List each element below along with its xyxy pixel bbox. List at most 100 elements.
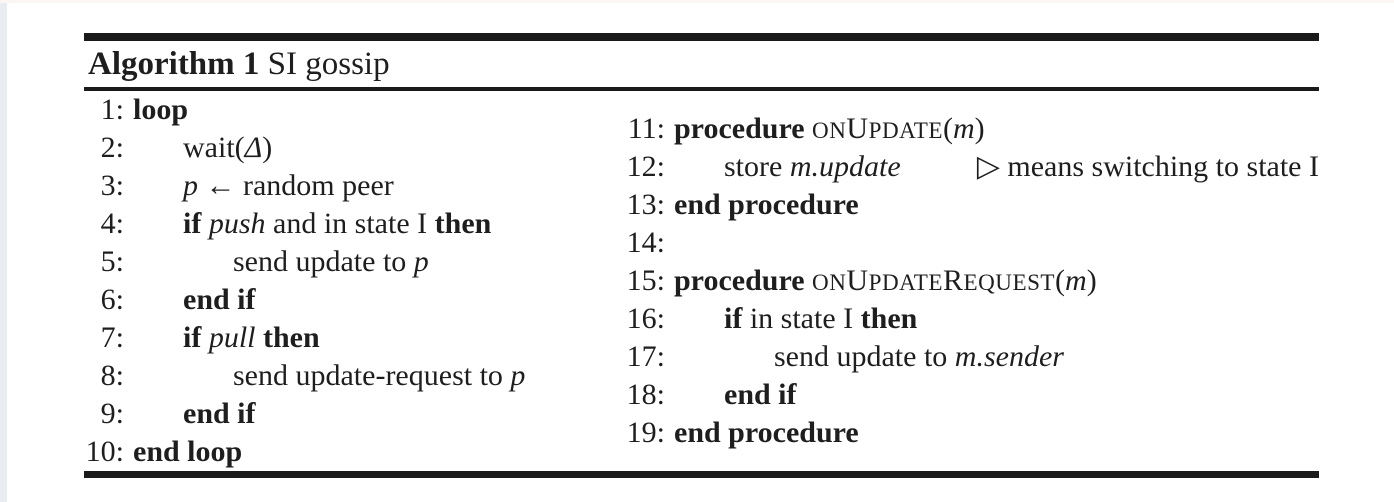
code-line: 19: end procedure [621,414,1319,452]
code-text: and in state I [265,207,435,240]
line-content: if pull then [124,319,621,357]
line-number: 14: [626,226,665,259]
line-content: if push and in state I then [124,205,621,243]
code-text: loop [133,93,189,126]
code-text: procedure [674,264,813,297]
code-line: 3:p ← random peer [84,167,621,205]
algorithm-title-name: SI gossip [259,46,390,82]
smallcaps-procedure-name: ONUPDATEREQUEST [812,264,1056,297]
algorithm-title: Algorithm 1 SI gossip [84,41,1319,87]
line-number: 5: [100,245,124,278]
code-line: 8:send update-request to p [84,357,621,395]
code-text: ) [1086,264,1097,297]
line-number: 15: [626,264,665,297]
line-content: wait(Δ) [124,129,621,167]
line-content: loop [124,91,621,129]
code-line: 2:wait(Δ) [84,129,621,167]
code-line: 16:if in state I then [621,300,1319,338]
code-text: ( [1055,264,1066,297]
top-edge-strip [0,0,1394,3]
code-text: end loop [133,435,243,468]
line-content [665,224,1319,262]
code-line: 13: end procedure [621,186,1319,224]
code-line: 15:procedure ONUPDATEREQUEST(m) [621,262,1319,300]
line-content: store m.update▷ means switching to state… [665,148,1319,186]
line-content: end procedure [665,186,1319,224]
line-number: 4: [100,207,124,240]
code-text: ) [262,131,273,164]
code-text: in state I [749,302,861,335]
code-text: if [183,321,209,354]
line-content: send update to p [124,243,621,281]
code-text: end procedure [674,416,859,449]
code-text: push [208,207,266,240]
code-text: p [183,169,198,202]
line-number: 11: [627,112,665,145]
code-line: 6: end if [84,281,621,319]
line-number: 6: [100,283,124,316]
code-line: 9:end if [84,395,621,433]
code-text: then [860,302,918,335]
line-number: 3: [100,169,124,202]
code-text: pull [208,321,263,354]
line-content: end procedure [665,414,1319,452]
line-content: if in state I then [665,300,1319,338]
line-number: 12: [626,150,665,183]
code-text: end procedure [674,188,859,221]
line-content: end if [665,376,1319,414]
code-text: then [263,321,320,354]
code-line: 7:if pull then [84,319,621,357]
code-line: 17:send update to m.sender [621,338,1319,376]
code-line: 11: procedure ONUPDATE(m) [621,110,1319,148]
code-line: 10: end loop [84,433,621,471]
code-text: store [724,150,790,183]
line-content: p ← random peer [124,167,621,205]
algorithm-title-label: Algorithm 1 [88,46,260,82]
line-content: procedure ONUPDATEREQUEST(m) [665,262,1319,300]
top-rule [84,33,1319,41]
code-line: 4:if push and in state I then [84,205,621,243]
code-text: end if [183,397,256,430]
code-text: send update to [774,340,955,373]
left-edge-strip [0,0,7,502]
line-content: send update to m.sender [665,338,1319,376]
line-number: 16: [626,302,665,335]
line-number: 7: [100,321,124,354]
code-line: 18:end if [621,376,1319,414]
line-number: 1: [100,93,124,126]
line-number: 13: [626,188,665,221]
code-text: m [952,112,975,145]
code-line: 1: loop [84,91,621,129]
line-content: send update-request to p [124,357,621,395]
line-number: 19: [626,416,665,449]
code-text: then [434,207,492,240]
right-column: 11:procedure ONUPDATE(m)12:store m.updat… [621,110,1319,452]
code-text: wait( [183,131,245,164]
code-text: m.update [789,150,901,183]
code-text: m.sender [954,340,1064,373]
code-text: ← random peer [198,169,394,202]
code-text: end if [183,283,256,316]
code-text: p [413,245,429,278]
line-content: end loop [124,433,621,471]
code-text: procedure [674,112,813,145]
bottom-rule [84,471,1319,478]
line-number: 10: [85,435,124,468]
code-text: end if [724,378,797,411]
line-content: end if [124,395,621,433]
code-line: 12:store m.update▷ means switching to st… [621,148,1319,186]
code-line: 14: [621,224,1319,262]
code-text: p [510,359,526,392]
code-text: send update-request to [233,359,511,392]
code-text: m [1065,264,1087,297]
line-content: end if [124,281,621,319]
code-text: send update to [233,245,414,278]
code-text: ( [942,112,953,145]
code-text: ) [974,112,985,145]
code-text: if [183,207,209,240]
code-text: Δ [244,131,263,164]
smallcaps-procedure-name: ONUPDATE [812,112,943,145]
